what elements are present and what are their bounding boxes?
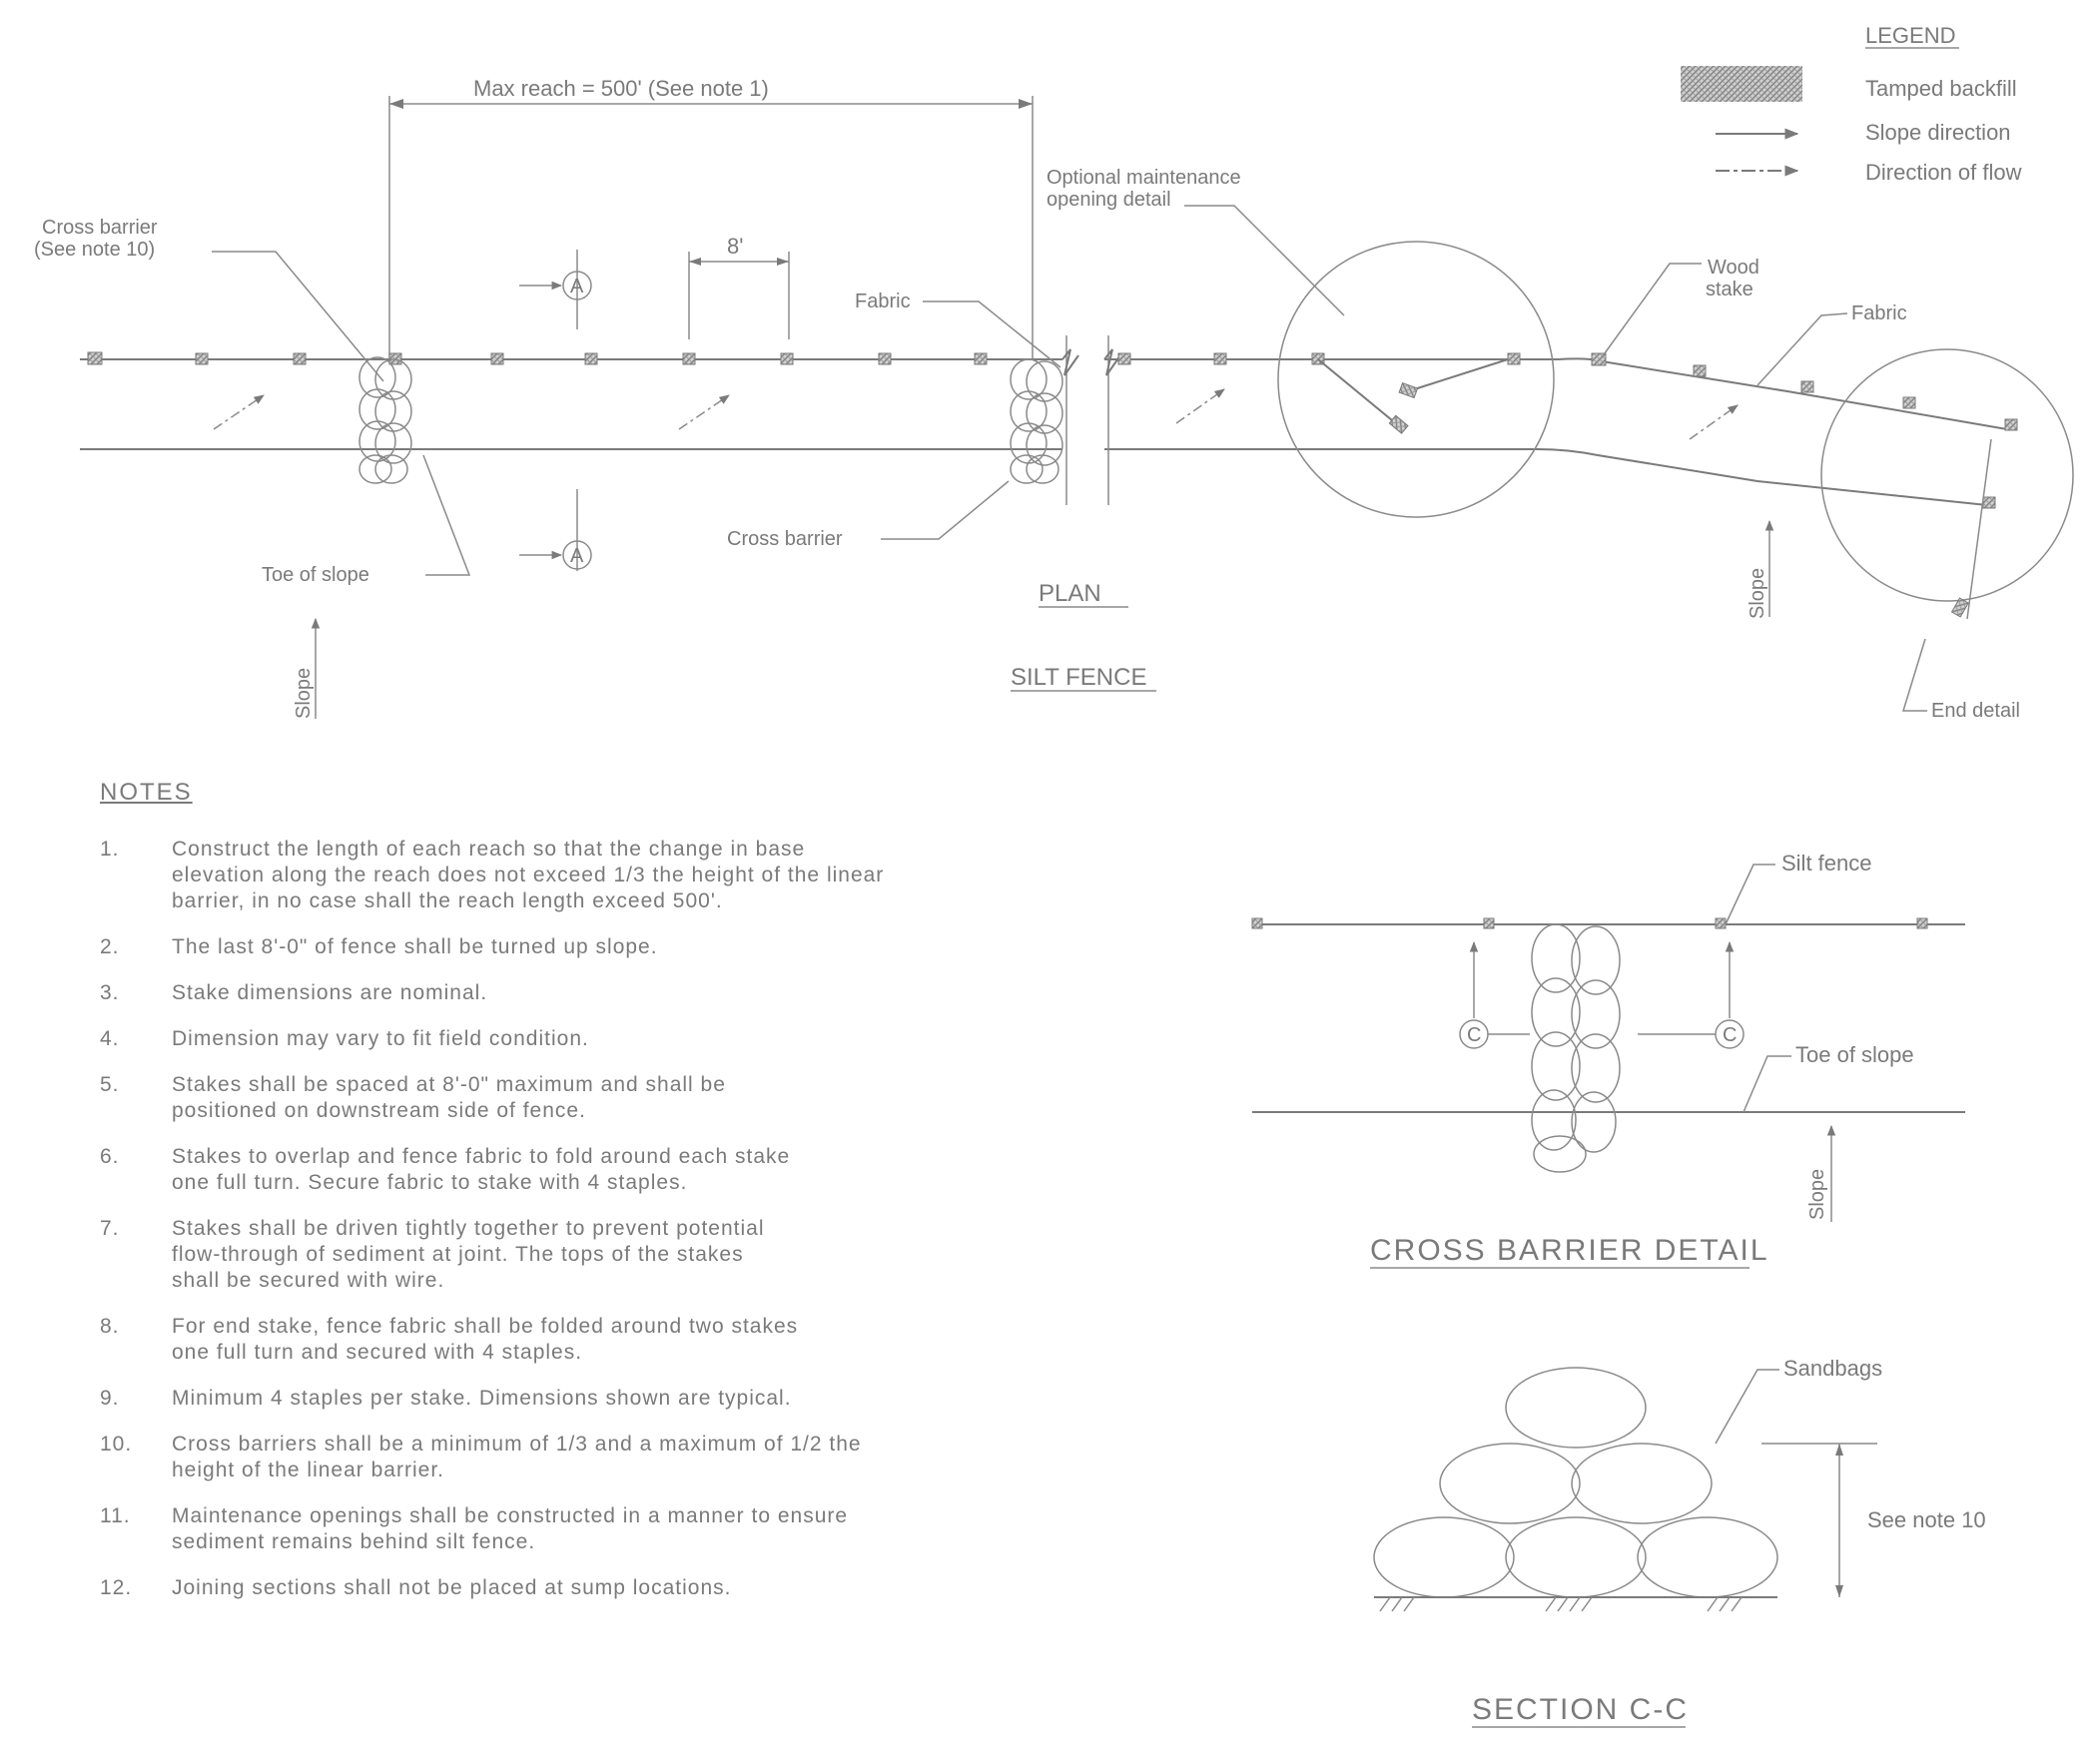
- note-item: 11.Maintenance openings shall be constru…: [100, 1504, 849, 1553]
- note-item: 6.Stakes to overlap and fence fabric to …: [100, 1145, 791, 1194]
- legend-title: LEGEND: [1865, 23, 1955, 48]
- toe-of-slope-label: Toe of slope: [262, 564, 369, 586]
- tamped-backfill-swatch: [1681, 66, 1802, 102]
- silt-fence-title: SILT FENCE: [1011, 664, 1146, 691]
- note-item: 3.Stake dimensions are nominal.: [100, 981, 488, 1004]
- cross-barrier-label: Cross barrier: [727, 528, 843, 550]
- stake-spacing-dimension: 8': [688, 234, 790, 339]
- notes-title: NOTES: [100, 779, 193, 806]
- section-c-label: C: [1723, 1024, 1737, 1046]
- section-cc: Sandbags See note 10 SECTION C-C: [1373, 1356, 1986, 1728]
- section-a-label: A: [570, 545, 584, 567]
- legend-item-label: Direction of flow: [1865, 160, 2022, 185]
- note-item: 7.Stakes shall be driven tightly togethe…: [100, 1217, 765, 1292]
- maintenance-opening-detail: [1277, 241, 1555, 518]
- wood-stake-line2: stake: [1706, 279, 1753, 300]
- maintenance-opening-line2: opening detail: [1047, 189, 1171, 211]
- fabric-label: Fabric: [855, 291, 911, 312]
- plan-stakes: [87, 351, 2018, 509]
- section-c-label: C: [1467, 1024, 1481, 1046]
- sandbags-label: Sandbags: [1783, 1356, 1882, 1381]
- note-item: 5.Stakes shall be spaced at 8'-0" maximu…: [100, 1073, 726, 1122]
- plan-cross-barrier-right: [1010, 358, 1063, 484]
- plan-cross-barrier-left: [358, 356, 412, 484]
- slope-label-plan: Slope: [293, 668, 315, 719]
- maintenance-opening-line1: Optional maintenance: [1047, 167, 1241, 189]
- section-a-marks: A A: [519, 250, 592, 571]
- slope-label-detail: Slope: [1806, 1169, 1828, 1220]
- plan-title: PLAN: [1039, 580, 1101, 607]
- note-item: 4.Dimension may vary to fit field condit…: [100, 1027, 589, 1050]
- end-detail-label: End detail: [1931, 700, 2020, 722]
- note-item: 12.Joining sections shall not be placed …: [100, 1576, 732, 1599]
- see-note-label: See note 10: [1867, 1507, 1986, 1532]
- end-detail-circle: [1820, 348, 2074, 620]
- notes-section: NOTES 1.Construct the length of each rea…: [100, 779, 1148, 1621]
- note-item: 9.Minimum 4 staples per stake. Dimension…: [100, 1387, 792, 1410]
- plan-labels: Cross barrier (See note 10) Fabric Optio…: [34, 167, 2020, 722]
- slope-label-end: Slope: [1747, 568, 1768, 619]
- legend-item-label: Slope direction: [1865, 120, 2011, 145]
- legend-item-label: Tamped backfill: [1865, 76, 2017, 101]
- cross-barrier-note-line2: (See note 10): [34, 239, 155, 261]
- note-item: 2.The last 8'-0" of fence shall be turne…: [100, 935, 658, 958]
- note-item: 10.Cross barriers shall be a minimum of …: [100, 1433, 862, 1481]
- note-item: 8.For end stake, fence fabric shall be f…: [100, 1315, 799, 1364]
- section-a-label: A: [570, 276, 584, 297]
- cross-barrier-note-line1: Cross barrier: [42, 217, 158, 239]
- spacing-label: 8': [727, 234, 743, 259]
- toe-of-slope-label-detail: Toe of slope: [1795, 1042, 1914, 1067]
- legend: LEGEND Tamped backfill Slope direction D…: [1681, 23, 2022, 185]
- note-item: 1.Construct the length of each reach so …: [100, 838, 885, 912]
- wood-stake-line1: Wood: [1708, 257, 1759, 279]
- flow-arrows: [213, 388, 1739, 440]
- max-reach-label: Max reach = 500' (See note 1): [473, 76, 769, 101]
- cross-barrier-detail-title: CROSS BARRIER DETAIL: [1370, 1234, 1769, 1267]
- cross-barrier-detail: Silt fence C C Toe of slope Slope CROSS …: [1251, 851, 1965, 1269]
- fabric-label-2: Fabric: [1851, 302, 1907, 324]
- max-reach-dimension: Max reach = 500' (See note 1): [388, 76, 1034, 359]
- silt-fence-label: Silt fence: [1781, 851, 1872, 876]
- section-cc-title: SECTION C-C: [1472, 1693, 1689, 1726]
